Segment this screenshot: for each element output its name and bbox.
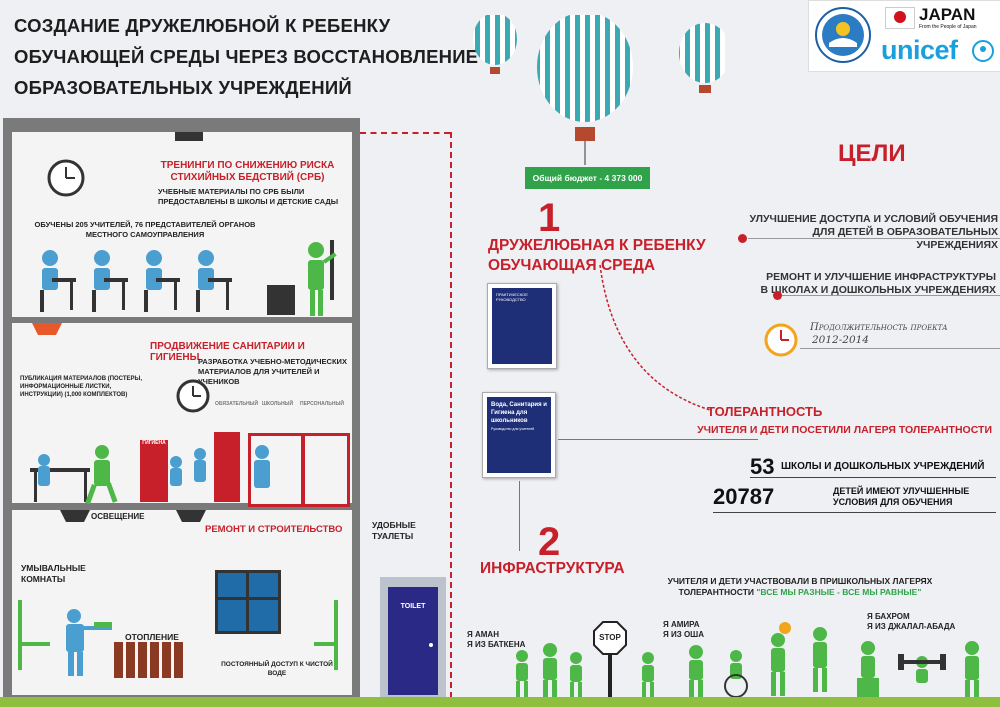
kyrgyz-emblem-icon: [815, 7, 871, 63]
wall-clock-icon: [176, 379, 210, 413]
goal-underline: [800, 348, 1000, 349]
tolerance-connector: [599, 264, 711, 411]
heating-label: Отопление: [125, 632, 179, 642]
kid-origin: Я из Джалал-Абада: [867, 622, 956, 631]
sanitation-title: Продвижение санитарии и гигиены: [150, 341, 305, 363]
sanitation-illustration: [30, 445, 270, 504]
drr-guide-booklet: Практическое руководство: [487, 283, 557, 369]
booklet-connector: [558, 439, 758, 440]
drr-materials-text: Учебные материалы по СРБ были предоставл…: [158, 187, 339, 206]
page-title: Создание дружелюбной к ребенку обучающей…: [14, 15, 479, 98]
kid-name: Я Бахром: [867, 612, 910, 621]
booklet-title: Практическое руководство: [496, 292, 528, 302]
lighting-label: Освещение: [91, 512, 145, 521]
camps-description: Учителя и дети участвовали в пришкольных…: [667, 576, 933, 597]
booklet-subtitle: Руководство для учителей: [491, 427, 535, 431]
washroom-illustration: [18, 600, 338, 678]
hygiene-sign: ГИГИЕНА: [142, 440, 166, 446]
toilet-door[interactable]: TOILET: [388, 587, 438, 695]
publication-text: Публикация материалов (постеры, информац…: [20, 376, 143, 398]
goal-bullet: [738, 234, 747, 243]
cabinet-label: школьный: [262, 401, 294, 407]
budget-badge: Общий бюджет - 4 373 000: [525, 167, 650, 189]
goal-bullet: [773, 291, 782, 300]
stop-sign-icon: [593, 621, 627, 700]
stat-number: 53: [750, 454, 775, 479]
goal-underline: [782, 295, 1000, 296]
repair-title: Ремонт и строительство: [205, 524, 343, 535]
water-access-label: Постоянный доступ к чистой воде: [221, 661, 333, 677]
kid-label: Я Бахром Я из Джалал-Абада: [867, 612, 955, 632]
ceiling-lamp-icon: [60, 510, 90, 522]
duration-value: 2012-2014: [812, 334, 869, 346]
stop-sign-text: STOP: [599, 633, 621, 642]
kid-origin: Я из Баткена: [467, 640, 526, 649]
logos-panel: JAPAN From the People of Japan unicef: [808, 0, 1000, 72]
cabinet-label: обязательный: [215, 401, 259, 407]
section-2-number: 2: [538, 520, 561, 564]
window: [215, 570, 281, 634]
shelf-cabinet: [302, 433, 350, 507]
drr-training-title: Тренинги по снижению риска стихийных бед…: [160, 160, 335, 183]
japan-subtitle: From the People of Japan: [919, 24, 977, 30]
methodical-materials-text: Разработка учебно-методических материало…: [198, 357, 347, 386]
section-2-title: Инфраструктура: [480, 560, 625, 577]
wash-booklet: Вода, Санитария и Гигиена для школьников…: [482, 392, 556, 478]
tolerance-subtitle: Учителя и дети посетили лагеря толерантн…: [697, 424, 992, 436]
camps-text: Учителя и дети участвовали в пришкольных…: [640, 576, 960, 598]
kid-name: Я Аман: [467, 630, 499, 639]
japan-flag-icon: [885, 7, 915, 29]
hygiene-booth: [214, 432, 240, 502]
stat-text: Детей имеют улучшенные условия для обуче…: [833, 486, 970, 507]
section-1-title: Дружелюбная к ребенку обучающая среда: [488, 237, 706, 274]
bracket-line: [360, 132, 450, 134]
stat-number: 20787: [713, 484, 775, 509]
camps-slogan: "Все мы разные - все мы равные": [756, 587, 922, 597]
goal-item: Ремонт и улучшение инфраструктуры в школ…: [760, 271, 996, 296]
kid-origin: Я из Оша: [663, 630, 704, 639]
ceiling-lamp-icon: [175, 132, 203, 141]
wall-clock-icon: [47, 159, 85, 197]
goal-underline: [748, 238, 1000, 239]
trained-text: Обучены 205 учителей, 76 представителей …: [34, 220, 256, 239]
stat-underline: [750, 477, 996, 478]
stat-text: Школы и дошкольных учреждений: [781, 461, 985, 472]
hot-air-balloons-illustration: [473, 15, 725, 165]
kid-label: Я Аман Я из Баткена: [467, 630, 525, 650]
duration-clock-icon: [764, 323, 798, 357]
duration-label: Продолжительность проекта: [810, 322, 948, 333]
connector-line: [519, 481, 520, 551]
section-1-number: 1: [538, 196, 561, 240]
goal-item: Улучшение доступа и условий обучения для…: [749, 213, 998, 251]
bracket-line: [450, 132, 452, 698]
unicef-globe-icon: [972, 40, 994, 62]
toilet-sign: TOILET: [400, 603, 426, 610]
ceiling-lamp-icon: [32, 323, 62, 335]
classroom-illustration: [40, 240, 337, 316]
washrooms-label: Умывальные комнаты: [21, 563, 86, 584]
japan-logo: JAPAN: [919, 5, 976, 24]
kid-label: Я Амира Я из Оша: [663, 620, 704, 640]
tolerance-title: Толерантность: [707, 404, 823, 419]
ground: [0, 697, 1000, 707]
ceiling-lamp-icon: [176, 510, 206, 522]
booklet-title: Вода, Санитария и Гигиена для школьников: [491, 402, 547, 424]
toilets-label: Удобные туалеты: [372, 520, 416, 541]
kid-name: Я Амира: [663, 620, 700, 629]
cabinet-label: персональный: [300, 401, 344, 407]
hygiene-booth: ГИГИЕНА: [140, 440, 168, 502]
tolerance-kids-illustration: [516, 622, 979, 698]
unicef-logo: unicef: [881, 35, 958, 65]
stat-underline: [713, 512, 996, 513]
goals-title: Цели: [838, 140, 906, 167]
